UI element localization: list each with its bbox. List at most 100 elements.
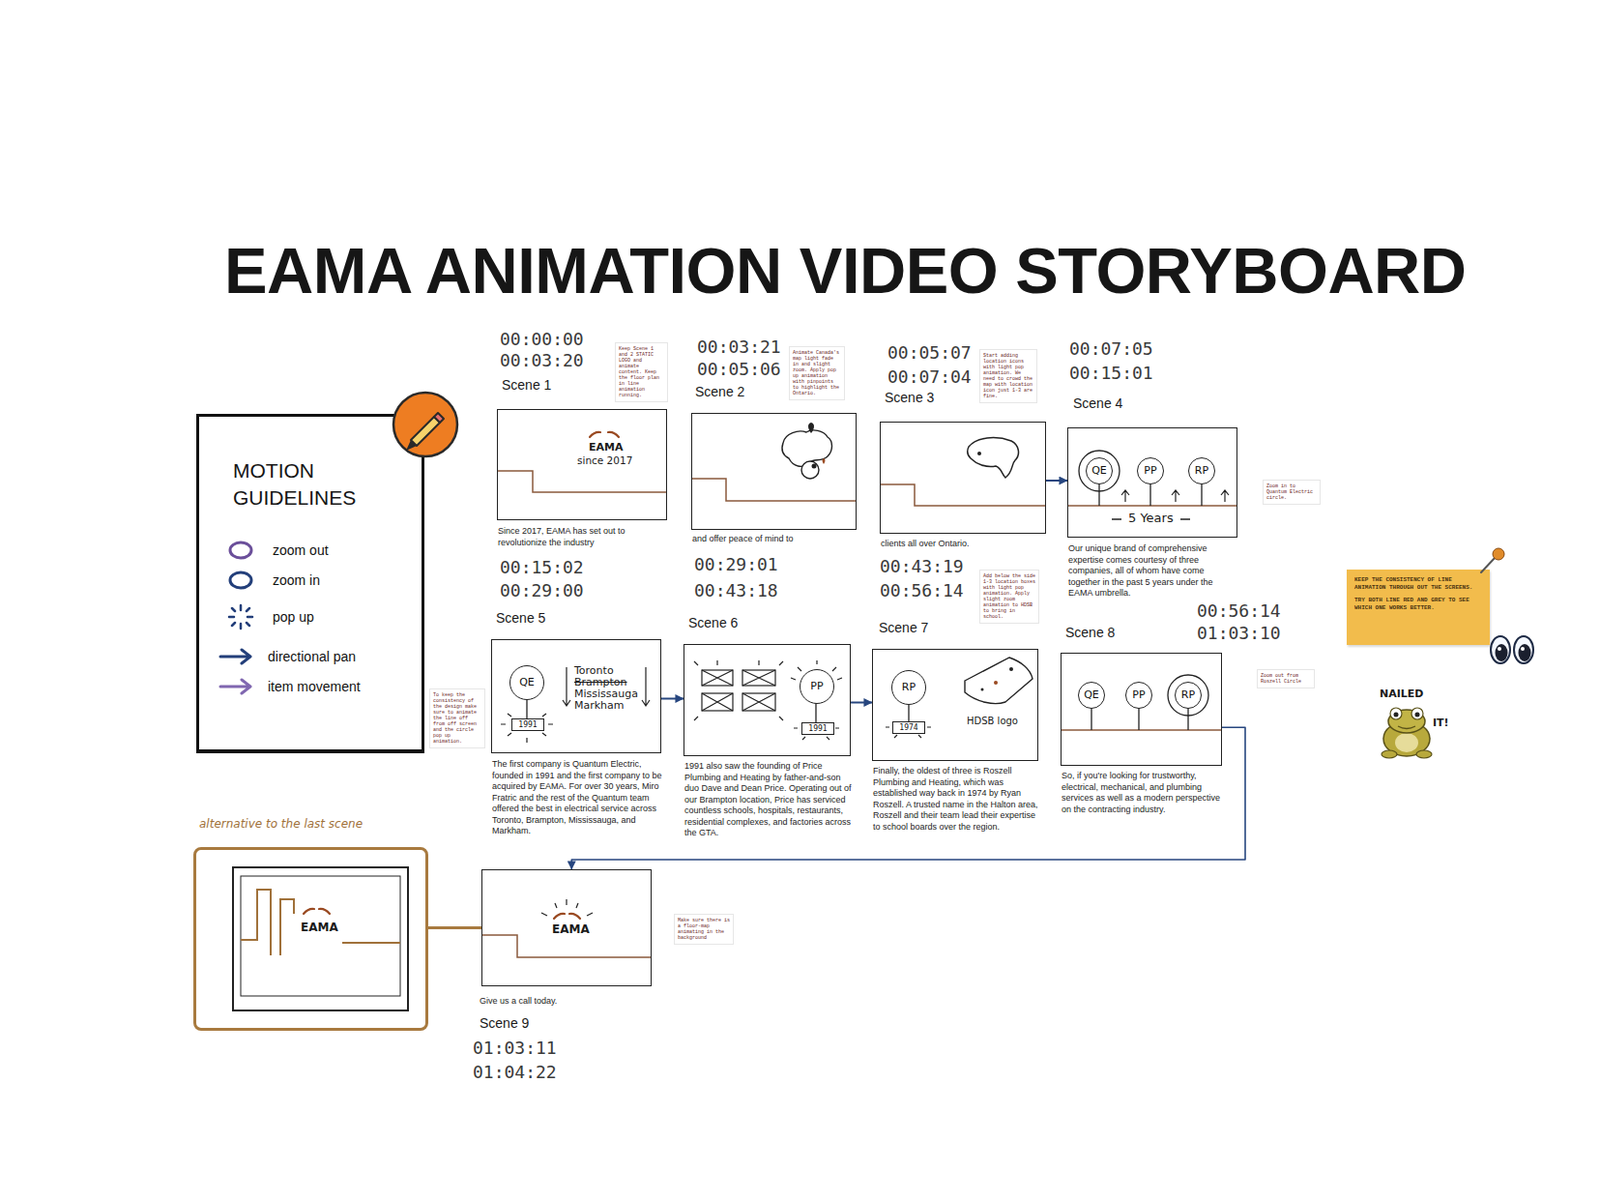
frog-eye: [1390, 707, 1402, 720]
sketch-text: 5 Years: [1128, 511, 1174, 526]
sticky-note-text: TRY BOTH LINE RED AND GREY TO SEE WHICH …: [1354, 596, 1483, 611]
legend-text: pop up: [272, 609, 315, 625]
pop-rays: [694, 660, 784, 721]
timecode: 00:56:14: [879, 581, 964, 601]
pan-arrow-symbol: [220, 649, 251, 664]
company-circle: RP: [891, 669, 927, 705]
company-circle: QE: [1077, 681, 1106, 709]
eye-pupil: [1495, 643, 1509, 662]
floor-line: [691, 478, 857, 501]
scene-heading: Scene 5: [495, 610, 546, 626]
logo-text: EAMA: [552, 923, 590, 937]
pencil-tip: [406, 439, 417, 451]
sticky-note: KEEP THE CONSISTENCY OF LINE ANIMATION T…: [1346, 569, 1490, 645]
logo-placeholder-text: HDSB logo: [966, 715, 1019, 728]
logo-text: EAMA: [300, 921, 339, 935]
pop-rays: [790, 660, 843, 740]
legend-text: item movement: [267, 678, 361, 695]
year-box: 1991: [511, 718, 545, 731]
timecode: 00:05:06: [697, 359, 782, 379]
director-note: Start adding location icons with light p…: [979, 349, 1038, 404]
timecode: 00:05:07: [887, 343, 972, 363]
company-circle: PP: [1136, 457, 1164, 485]
timecode: 00:43:18: [694, 581, 779, 601]
eye-sticker: [1513, 636, 1534, 664]
scene-frame: Scene 2and offer peace of mind to: [691, 412, 857, 530]
company-circle: RP: [1188, 457, 1216, 485]
town-name: Brampton: [574, 676, 628, 689]
timecode: 00:56:14: [1196, 601, 1281, 621]
town-name: Mississauga: [574, 688, 639, 700]
timecode: 01:04:22: [472, 1062, 557, 1082]
timecode: 01:03:10: [1196, 623, 1281, 643]
scene-caption: The first company is Quantum Electric, f…: [492, 758, 665, 838]
scene-heading: Scene 6: [688, 614, 738, 631]
scene-heading: Scene 3: [884, 389, 934, 406]
placeholder-cross: [742, 669, 776, 686]
location-dot: [812, 464, 817, 469]
legend-text: zoom in: [272, 572, 320, 588]
placeholder-cross: [701, 669, 733, 686]
location-dot: [977, 451, 982, 456]
company-initials: QE: [1083, 689, 1100, 701]
founding-year: 1991: [808, 724, 827, 733]
scene-connector: [1046, 479, 1068, 482]
floor-plan-lines: [240, 889, 401, 956]
movement-arrow-symbol: [220, 679, 251, 694]
logo-arcs: [553, 913, 581, 919]
eye-sticker: [1490, 636, 1511, 664]
sticker-text: NAILED: [1379, 688, 1424, 701]
image-placeholder: [742, 669, 776, 686]
image-placeholder: [701, 669, 733, 686]
scene-connector: [661, 698, 684, 700]
hdsb-map-shape: [964, 657, 1033, 704]
location-dot: [981, 688, 985, 692]
pencil-badge: [393, 392, 458, 457]
timecode: 00:03:20: [499, 350, 584, 371]
ground-line: [1067, 504, 1238, 507]
year-box: 1991: [801, 722, 835, 735]
legend-text: directional pan: [267, 648, 356, 665]
zoom-in-symbol: [230, 572, 252, 588]
scene-connector: [428, 926, 482, 930]
company-circle: QE: [509, 665, 545, 700]
frog-foot: [1381, 750, 1397, 758]
sketch-text: since 2017: [577, 454, 633, 466]
scene-frame: Scene 8So, if you're looking for trustwo…: [1060, 652, 1222, 766]
timecode: 00:03:21: [697, 337, 782, 357]
timecode: 00:29:01: [694, 554, 779, 575]
pencil-eraser: [434, 412, 444, 423]
frog-pupil: [1415, 712, 1421, 718]
scene-frame: Scene 61991 also saw the founding of Pri…: [683, 643, 851, 757]
ontario-map: [967, 437, 1019, 478]
company-initials: PP: [1143, 465, 1157, 477]
company-initials: PP: [1132, 689, 1145, 701]
logo-arcs: [303, 908, 330, 914]
town-name: Markham: [574, 699, 625, 712]
image-placeholder: [742, 693, 776, 711]
zoom-out-symbol: [230, 542, 252, 558]
founding-year: 1974: [899, 723, 918, 732]
alt-screen-frame: [232, 867, 408, 1011]
pencil-body: [410, 416, 440, 446]
sticker-text: IT!: [1432, 717, 1450, 730]
frog-eye: [1411, 707, 1424, 720]
map-pin: [808, 422, 815, 434]
scene-heading: Scene 7: [878, 619, 929, 636]
timecode: 00:00:00: [499, 329, 584, 350]
eye-pupil: [1518, 643, 1532, 662]
company-initials: RP: [1181, 689, 1195, 701]
alternative-scene-frame: alternative to the last scene: [193, 846, 429, 1031]
scene-frame: Scene 3clients all over Ontario.: [879, 421, 1047, 534]
scene-frame: Scene 7Finally, the oldest of three is R…: [872, 648, 1039, 761]
timecode: 00:15:02: [499, 557, 584, 578]
company-initials: QE: [519, 676, 535, 689]
logo-text: EAMA: [588, 441, 624, 455]
pop-rays: [541, 899, 593, 916]
company-circle: RP: [1174, 681, 1202, 709]
company-initials: RP: [901, 681, 916, 694]
map-pin: [822, 458, 826, 465]
town-name: Toronto: [574, 665, 614, 677]
company-circle: QE: [1085, 457, 1113, 485]
timecode: 00:43:19: [879, 556, 964, 577]
